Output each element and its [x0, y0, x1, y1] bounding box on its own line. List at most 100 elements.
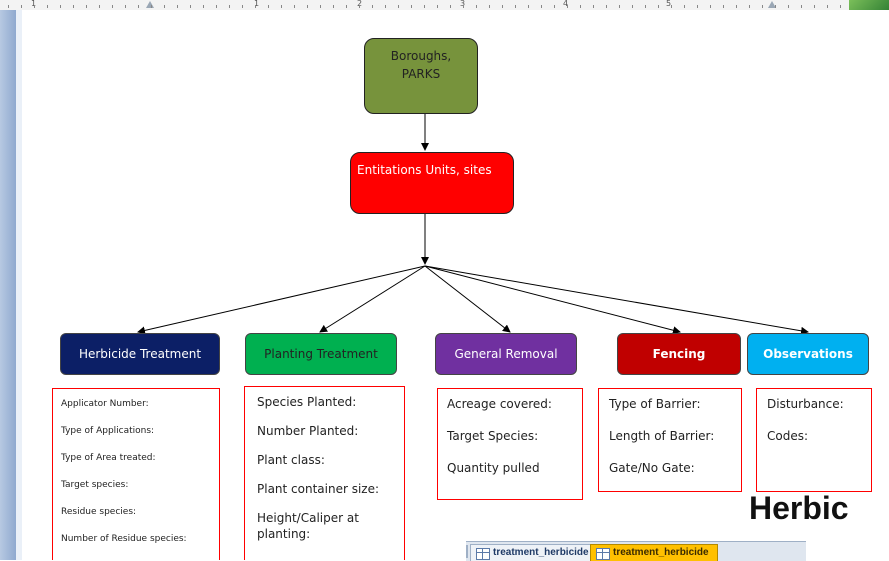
- ruler-tick: [658, 5, 659, 8]
- ruler-tick: [281, 5, 282, 8]
- removal-fields-box: Acreage covered: Target Species: Quantit…: [437, 388, 583, 500]
- ruler-tick: [684, 5, 685, 8]
- ruler-tick: [463, 5, 464, 8]
- tab-scroll-handle[interactable]: [466, 545, 468, 558]
- field-label: Type of Barrier:: [609, 397, 701, 411]
- field-label: Plant container size:: [257, 482, 380, 496]
- ruler-tick: [710, 5, 711, 8]
- ruler-tick: [424, 5, 425, 8]
- table-tab-strip: treatment_herbicide treatment_herbicide: [466, 541, 806, 561]
- ruler-tick: [775, 5, 776, 8]
- category-fencing[interactable]: Fencing: [617, 333, 741, 375]
- field-label: Disturbance:: [767, 397, 844, 411]
- field-label: Target Species:: [447, 429, 539, 443]
- ruler-tick: [268, 5, 269, 8]
- table-tab-active[interactable]: treatment_herbicide: [590, 544, 718, 561]
- ruler-tick: [8, 5, 9, 8]
- section-heading: Herbic: [749, 490, 849, 526]
- ruler-tick: [216, 5, 217, 8]
- field-label: Codes:: [767, 429, 809, 443]
- ruler-tick: [528, 5, 529, 8]
- field-label: Plant class:: [257, 453, 325, 467]
- category-herbicide-treatment[interactable]: Herbicide Treatment: [60, 333, 220, 375]
- field-label: Quantity pulled: [447, 461, 540, 475]
- ruler-tick: [619, 5, 620, 8]
- ruler-tick: [515, 5, 516, 8]
- ruler-tick: [21, 5, 22, 8]
- field-label: Target species:: [61, 480, 129, 490]
- connector-hub-herbicide: [137, 265, 426, 335]
- ruler-number: 5: [666, 0, 672, 8]
- field-label: Type of Applications:: [61, 426, 155, 436]
- field-label: Type of Area treated:: [61, 453, 156, 463]
- field-label: Number Planted:: [257, 424, 359, 438]
- ruler-tick: [86, 5, 87, 8]
- field-label: Applicator Number:: [61, 399, 149, 409]
- left-indent-marker[interactable]: [146, 1, 154, 8]
- category-observations[interactable]: Observations: [747, 333, 869, 375]
- ruler-number: 1: [31, 0, 37, 8]
- node-entities-sites[interactable]: Entitations Units, sites: [350, 152, 514, 214]
- ruler-tick: [125, 5, 126, 8]
- ruler-tick: [411, 5, 412, 8]
- ruler-tick: [814, 5, 815, 8]
- ruler-tick: [450, 5, 451, 8]
- ruler-tick: [255, 5, 256, 8]
- category-planting-treatment[interactable]: Planting Treatment: [245, 333, 397, 375]
- ruler-tick: [489, 5, 490, 8]
- ruler-tick: [177, 5, 178, 8]
- ruler-tick: [190, 5, 191, 8]
- ruler-tick: [398, 5, 399, 8]
- ruler-tick: [99, 5, 100, 8]
- vertical-ruler: [0, 10, 16, 560]
- ruler-tick: [762, 5, 763, 8]
- ruler-tick: [164, 5, 165, 8]
- ruler-tick: [593, 5, 594, 8]
- ruler-tick: [60, 5, 61, 8]
- ruler-tick: [645, 5, 646, 8]
- ruler-tick: [827, 5, 828, 8]
- ruler-tick: [372, 5, 373, 8]
- connector-hub-fencing: [424, 265, 681, 335]
- ruler-tick: [840, 5, 841, 8]
- ruler-tick: [788, 5, 789, 8]
- ruler-tick: [723, 5, 724, 8]
- connector-hub-removal: [424, 265, 511, 333]
- ruler-tick: [112, 5, 113, 8]
- ruler-tick: [34, 5, 35, 8]
- ruler-tick: [671, 5, 672, 8]
- observations-fields-box: Disturbance: Codes:: [756, 388, 872, 492]
- ruler-number: 2: [357, 0, 363, 8]
- ruler-tick: [359, 5, 360, 8]
- ruler-tick: [567, 5, 568, 8]
- field-label: Number of Residue species:: [61, 534, 187, 544]
- right-indent-marker[interactable]: [768, 1, 776, 8]
- field-label: Height/Caliper at planting:: [257, 511, 359, 541]
- ruler-number: 1: [254, 0, 260, 8]
- table-tab[interactable]: treatment_herbicide: [470, 544, 598, 561]
- ruler-number: 4: [563, 0, 569, 8]
- ruler-number: 3: [460, 0, 466, 8]
- ruler-tick: [437, 5, 438, 8]
- ruler-tick: [47, 5, 48, 8]
- ruler-tick: [580, 5, 581, 8]
- ruler-tick: [294, 5, 295, 8]
- node-boroughs-parks[interactable]: Boroughs, PARKS: [364, 38, 478, 114]
- table-icon: [476, 548, 490, 560]
- ruler-tick: [385, 5, 386, 8]
- ruler-tick: [203, 5, 204, 8]
- field-label: Length of Barrier:: [609, 429, 715, 443]
- field-label: Species Planted:: [257, 395, 357, 409]
- ruler-tick: [229, 5, 230, 8]
- ruler-tick: [138, 5, 139, 8]
- ruler-tick: [697, 5, 698, 8]
- field-label: Acreage covered:: [447, 397, 552, 411]
- ruler-tick: [749, 5, 750, 8]
- herbicide-fields-box: Applicator Number: Type of Applications:…: [52, 388, 220, 560]
- category-general-removal[interactable]: General Removal: [435, 333, 577, 375]
- ruler-tick: [346, 5, 347, 8]
- ruler-tick: [307, 5, 308, 8]
- ruler-tick: [541, 5, 542, 8]
- field-label: Gate/No Gate:: [609, 461, 695, 475]
